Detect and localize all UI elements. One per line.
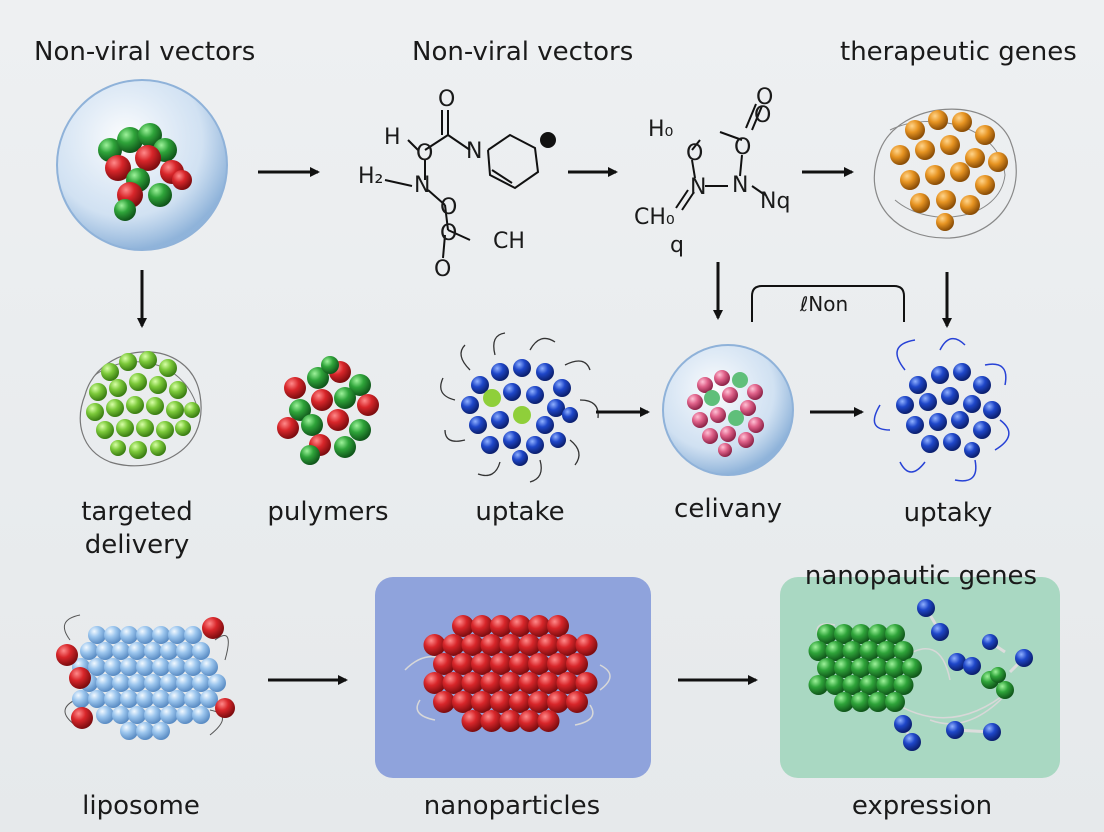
chem1-atom-o-top: O <box>438 87 456 112</box>
label-expression: expression <box>851 791 993 821</box>
chem1-atom-ch: CH <box>493 229 525 254</box>
chem2-atom-o-right: O <box>734 135 752 160</box>
label-liposome: liposome <box>82 791 200 821</box>
liposome-cluster-icon <box>56 614 235 740</box>
bracket-label: ℓNon <box>800 292 849 316</box>
liposome-bubble-icon <box>56 79 228 251</box>
chem1-atom-o-base: O <box>440 221 458 246</box>
chem1-atom-n-ring: N <box>466 139 483 164</box>
chem2-atom-ch0: CH₀ <box>634 205 675 230</box>
chem2-atom-q: q <box>670 233 684 258</box>
chem1-atom-n: N <box>414 173 431 198</box>
green-cluster-icon <box>79 351 202 467</box>
label-nanopautic-genes: nanopautic genes <box>804 561 1038 591</box>
title-non-viral-vectors-center: Non-viral vectors <box>412 37 634 67</box>
chemical-structure-2 <box>675 103 766 211</box>
expression-cluster-icon <box>808 599 1033 751</box>
chem2-atom-n-right: N <box>732 173 749 198</box>
label-nanoparticles: nanoparticles <box>423 791 601 821</box>
chem2-atom-h0: H₀ <box>648 117 674 142</box>
chem1-atom-h: H <box>384 125 401 150</box>
chem1-atom-h2: H₂ <box>358 164 384 189</box>
blue-dimers-icon <box>894 599 1033 751</box>
chem1-atom-o-mid: O <box>416 141 434 166</box>
label-pulymers: pulymers <box>267 497 389 527</box>
chemical-structure-1 <box>384 110 556 259</box>
chem2-atom-o-top2: O <box>754 103 772 128</box>
uptaky-cluster-icon <box>873 337 1010 482</box>
chem2-atom-n-left: N <box>690 175 707 200</box>
orange-cluster-icon <box>873 108 1017 239</box>
nanoparticle-cluster-icon <box>404 615 611 732</box>
title-therapeutic-genes: therapeutic genes <box>840 37 1077 67</box>
label-uptake: uptake <box>475 497 565 527</box>
polymer-cluster-icon <box>277 356 379 465</box>
chem2-atom-nq: Nq <box>760 189 791 214</box>
celivany-bubble-icon <box>662 344 794 476</box>
title-non-viral-vectors-left: Non-viral vectors <box>34 37 256 67</box>
bracket-line <box>751 285 905 322</box>
chem1-atom-o-bottom: O <box>434 257 452 282</box>
chem2-atom-o-top: O <box>756 85 774 110</box>
uptake-cluster-icon <box>440 332 599 483</box>
label-celivany: celivany <box>674 494 782 524</box>
chem2-atom-o-left: O <box>686 141 704 166</box>
label-targeted-delivery: targeted delivery <box>81 497 193 560</box>
chem1-atom-o-low: O <box>440 195 458 220</box>
label-uptaky: uptaky <box>903 498 993 528</box>
